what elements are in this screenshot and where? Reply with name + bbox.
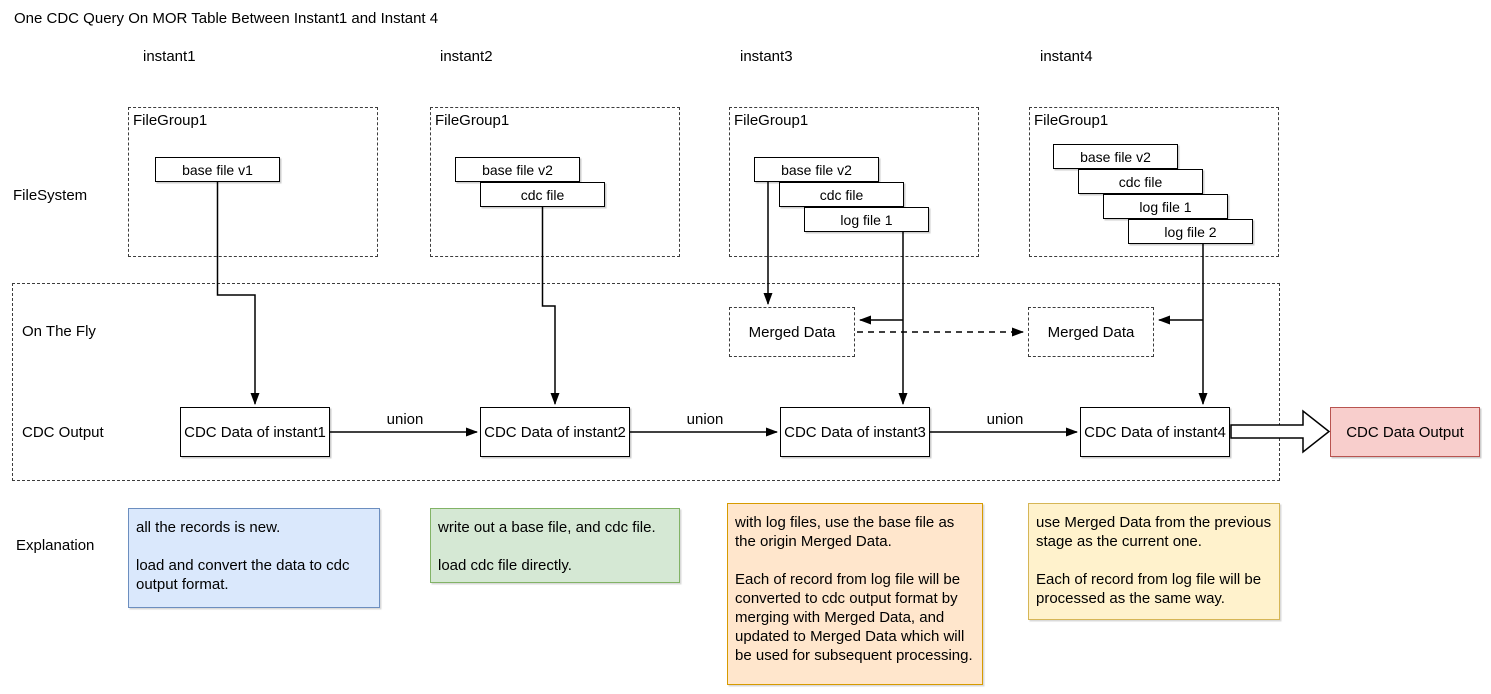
row-label-cdc-output: CDC Output	[22, 424, 104, 441]
column-header-instant2: instant2	[440, 48, 493, 65]
explanation-text: load and convert the data to cdc output …	[136, 557, 350, 593]
column-header-instant4: instant4	[1040, 48, 1093, 65]
filegroup-label: FileGroup1	[133, 112, 208, 129]
file-cdc-file: cdc file	[480, 182, 605, 207]
explanation-instant4: use Merged Data from the previous stage …	[1028, 503, 1280, 620]
explanation-text: load cdc file directly.	[438, 557, 572, 574]
cdc-data-instant2: CDC Data of instant2	[480, 407, 630, 457]
processing-container	[12, 283, 1280, 481]
file-base-file-v2: base file v2	[754, 157, 879, 182]
explanation-instant3: with log files, use the base file as the…	[727, 503, 983, 685]
diagram-title: One CDC Query On MOR Table Between Insta…	[14, 10, 439, 27]
column-header-instant3: instant3	[740, 48, 793, 65]
explanation-text: Each of record from log file will be pro…	[1036, 571, 1262, 607]
explanation-text: write out a base file, and cdc file.	[438, 519, 656, 536]
explanation-instant2: write out a base file, and cdc file. loa…	[430, 508, 680, 583]
explanation-text: Each of record from log file will be con…	[735, 571, 973, 664]
file-log-file-1: log file 1	[804, 207, 929, 232]
explanation-instant1: all the records is new. load and convert…	[128, 508, 380, 608]
cdc-data-instant3: CDC Data of instant3	[780, 407, 930, 457]
explanation-text: with log files, use the base file as the…	[735, 514, 955, 550]
file-log-file-2: log file 2	[1128, 219, 1253, 244]
column-header-instant1: instant1	[143, 48, 196, 65]
row-label-explanation: Explanation	[16, 537, 95, 554]
file-cdc-file: cdc file	[1078, 169, 1203, 194]
file-base-file-v2: base file v2	[1053, 144, 1178, 169]
file-cdc-file: cdc file	[779, 182, 904, 207]
filegroup-instant3: FileGroup1	[729, 107, 979, 257]
union-label-3: union	[986, 411, 1024, 428]
merged-data-instant3: Merged Data	[729, 307, 855, 357]
file-log-file-1: log file 1	[1103, 194, 1228, 219]
cdc-data-instant1: CDC Data of instant1	[180, 407, 330, 457]
row-label-on-the-fly: On The Fly	[22, 323, 96, 340]
union-label-2: union	[686, 411, 724, 428]
filegroup-instant1: FileGroup1	[128, 107, 378, 257]
cdc-data-output: CDC Data Output	[1330, 407, 1480, 457]
explanation-text: use Merged Data from the previous stage …	[1036, 514, 1272, 550]
filegroup-label: FileGroup1	[1034, 112, 1109, 129]
explanation-text: all the records is new.	[136, 519, 281, 536]
file-base-file-v1: base file v1	[155, 157, 280, 182]
file-base-file-v2: base file v2	[455, 157, 580, 182]
row-label-filesystem: FileSystem	[13, 187, 88, 204]
filegroup-instant4: FileGroup1	[1029, 107, 1279, 257]
filegroup-label: FileGroup1	[734, 112, 809, 129]
cdc-data-instant4: CDC Data of instant4	[1080, 407, 1230, 457]
union-label-1: union	[386, 411, 424, 428]
filegroup-label: FileGroup1	[435, 112, 510, 129]
merged-data-instant4: Merged Data	[1028, 307, 1154, 357]
